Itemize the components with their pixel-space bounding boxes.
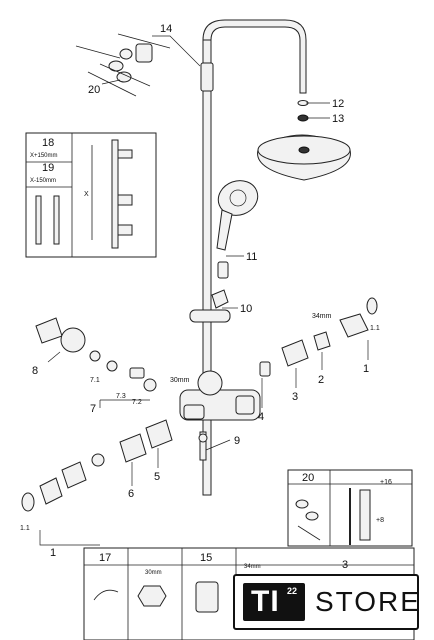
brand-word: STORE — [315, 586, 421, 617]
callout-11: 11 — [246, 251, 257, 263]
callout-1-bottom: 1 — [50, 547, 56, 559]
brand-mark-box: TI 22 — [243, 583, 305, 621]
hose-nut-11 — [217, 261, 229, 279]
inset-19-text: X-150mm — [30, 178, 56, 184]
slider-holder-10 — [189, 289, 231, 323]
subcallout-1-1-right: 1.1 — [370, 325, 380, 332]
callout-10: 10 — [240, 303, 252, 315]
callout-12: 12 — [332, 98, 344, 110]
tool-15-number: 15 — [200, 552, 212, 564]
callout-13: 13 — [332, 113, 344, 125]
left-side-parts — [35, 317, 173, 463]
part-5 — [145, 419, 173, 449]
part-4 — [259, 361, 271, 377]
ring-2 — [313, 331, 331, 351]
inset-18-number: 18 — [42, 137, 54, 149]
inset-20-plus8: +8 — [376, 517, 384, 524]
thermostat-body — [179, 370, 261, 461]
subcallout-7-3: 7.3 — [116, 393, 126, 400]
tool-30mm: 30mm — [145, 570, 162, 576]
right-side-parts — [259, 297, 378, 377]
mounting-parts — [75, 33, 171, 97]
handle-1 — [339, 313, 369, 338]
store-brand-logo: TI 22 STORE — [233, 574, 419, 630]
callout-6: 6 — [128, 488, 134, 500]
brand-mark: TI — [251, 585, 280, 618]
subcallout-7-1: 7.1 — [90, 377, 100, 384]
tool-34mm: 34mm — [244, 564, 261, 570]
callout-20: 20 — [88, 84, 100, 96]
inset-18-text: X+150mm — [30, 153, 58, 159]
tool-3-number: 3 — [342, 559, 348, 571]
inset-height-options: 18 X+150mm 19 X-150mm X — [25, 132, 157, 258]
hand-shower — [216, 180, 259, 279]
inset-spacing: 20 +16 +8 — [287, 469, 413, 547]
part-8b — [60, 327, 86, 353]
callout-2: 2 — [318, 374, 324, 386]
dimension-30mm: 30mm — [170, 377, 190, 384]
inset-19-number: 19 — [42, 162, 54, 174]
bottom-left-handle — [21, 453, 105, 512]
callouts: 14 20 12 13 11 10 1 2 3 4 5 6 7 8 9 1 7.… — [20, 23, 380, 559]
inset-20-plus16: +16 — [380, 479, 392, 486]
subcallout-1-1-left: 1.1 — [20, 525, 30, 532]
callout-14: 14 — [160, 23, 172, 35]
callout-5: 5 — [154, 471, 160, 483]
callout-1: 1 — [363, 363, 369, 375]
callout-4: 4 — [258, 411, 264, 423]
inset-x-label: X — [84, 191, 89, 198]
callout-7: 7 — [90, 403, 96, 415]
subcallout-7-2: 7.2 — [132, 399, 142, 406]
cartridge-3 — [281, 339, 309, 367]
part-8a — [35, 317, 63, 344]
inset-20-number: 20 — [302, 472, 314, 484]
part-6 — [119, 433, 147, 463]
callout-3: 3 — [292, 391, 298, 403]
callout-8: 8 — [32, 365, 38, 377]
brand-number: 22 — [287, 586, 298, 596]
leader-lines — [39, 35, 369, 546]
tool-17-number: 17 — [99, 552, 111, 564]
dimension-34mm: 34mm — [312, 313, 332, 320]
callout-9: 9 — [234, 435, 240, 447]
